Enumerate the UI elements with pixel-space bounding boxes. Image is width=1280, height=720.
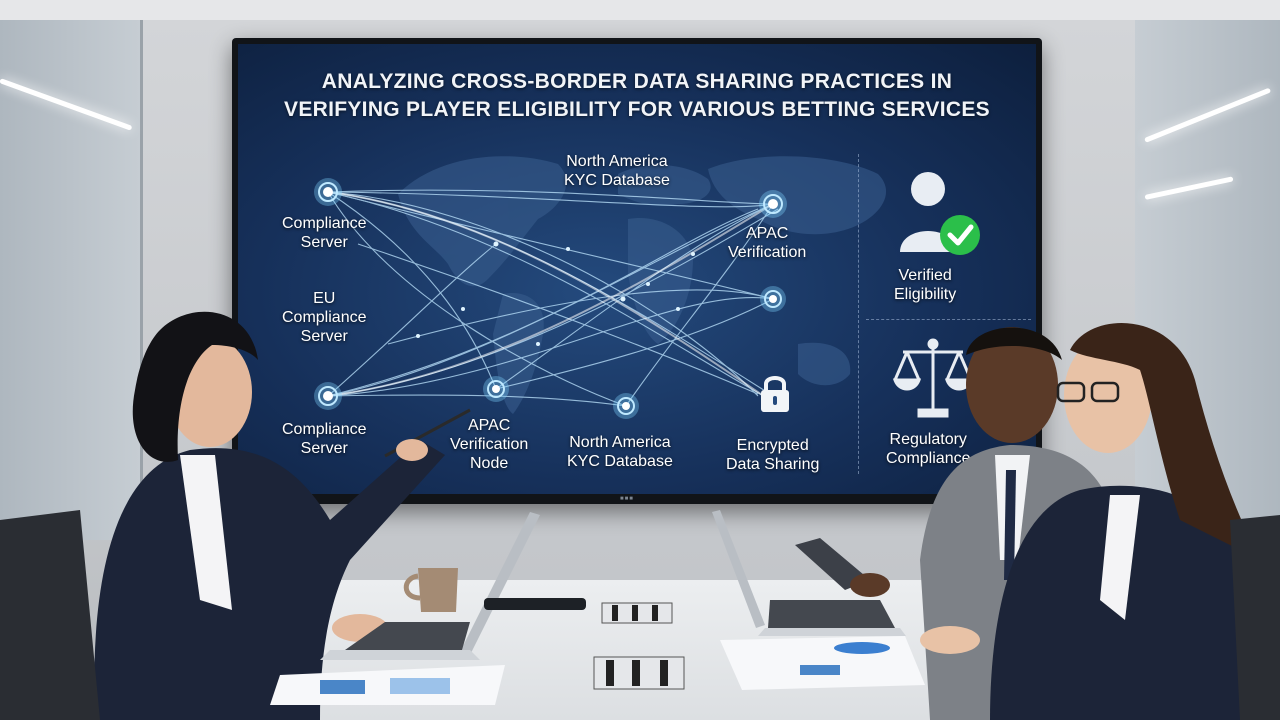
label-line: Server — [300, 328, 348, 345]
report-papers — [270, 636, 925, 705]
node-compliance-top — [314, 178, 342, 206]
label-north-america-bottom: North America KYC Database — [567, 433, 673, 471]
highlight-lines — [327, 191, 774, 400]
node-compliance-bottom — [314, 382, 342, 410]
slide-title-line1: ANALYZING CROSS-BORDER DATA SHARING PRAC… — [321, 70, 953, 93]
label-line: EU — [313, 290, 336, 307]
office-chair-left — [0, 510, 100, 720]
label-eu-compliance-server: EU Compliance Server — [282, 289, 366, 346]
slide-title-line2: VERIFYING PLAYER ELIGIBILITY FOR VARIOUS… — [284, 98, 990, 121]
label-line: Node — [470, 455, 509, 472]
node-apac-top — [759, 190, 787, 218]
world-map-network — [314, 156, 980, 419]
office-chair-right — [1230, 515, 1280, 720]
panel-divider-horizontal — [866, 319, 1031, 320]
label-apac-verification-top: APAC Verification — [728, 224, 806, 262]
label-line: APAC — [467, 417, 511, 434]
node-dots — [416, 241, 695, 346]
label-line: Eligibility — [894, 286, 957, 303]
panel-divider — [858, 154, 859, 474]
connection-lines — [327, 189, 779, 407]
laptop-right — [712, 510, 906, 636]
node-apac-mid — [760, 286, 786, 312]
smartphone — [484, 598, 586, 610]
coffee-mug — [403, 568, 458, 612]
node-north-america-bottom — [613, 393, 639, 419]
label-line: Verification — [450, 436, 529, 453]
lock-icon — [761, 376, 789, 412]
label-line: Verification — [728, 244, 807, 261]
wall-display: ANALYZING CROSS-BORDER DATA SHARING PRAC… — [232, 38, 1042, 504]
presentation-screen: ANALYZING CROSS-BORDER DATA SHARING PRAC… — [238, 44, 1036, 494]
label-line: Regulatory — [889, 431, 967, 448]
user-check-icon — [900, 172, 980, 255]
label-line: Encrypted — [736, 437, 809, 454]
label-line: Compliance — [282, 215, 367, 232]
label-line: Data Sharing — [726, 456, 820, 473]
label-line: Compliance — [282, 309, 367, 326]
label-compliance-server-bottom: Compliance Server — [282, 420, 366, 458]
scales-icon — [892, 338, 974, 418]
label-regulatory-compliance: Regulatory Compliance — [886, 430, 970, 468]
label-line: Compliance — [886, 450, 971, 467]
label-line: Verified — [898, 267, 952, 284]
label-compliance-server-top: Compliance Server — [282, 214, 366, 252]
label-line: KYC Database — [564, 172, 670, 189]
label-line: Compliance — [282, 421, 367, 438]
tv-brand-mark: ■■■ — [620, 496, 634, 502]
label-line: North America — [566, 153, 668, 170]
label-line: North America — [569, 434, 671, 451]
label-apac-verification-node: APAC Verification Node — [450, 416, 528, 473]
label-line: Server — [300, 440, 348, 457]
ceiling — [0, 0, 1280, 20]
laptop-left — [320, 512, 540, 660]
label-encrypted-data-sharing: Encrypted Data Sharing — [726, 436, 819, 474]
label-line: APAC — [745, 225, 789, 242]
label-north-america-top: North America KYC Database — [564, 152, 670, 190]
woman-with-glasses — [920, 322, 1265, 720]
paper-stand — [593, 602, 685, 690]
label-line: Server — [300, 234, 348, 251]
label-line: KYC Database — [567, 453, 673, 470]
network-nodes — [314, 178, 787, 419]
presenter-woman — [94, 311, 471, 720]
node-apac-bottom — [483, 376, 509, 402]
label-verified-eligibility: Verified Eligibility — [894, 266, 956, 304]
